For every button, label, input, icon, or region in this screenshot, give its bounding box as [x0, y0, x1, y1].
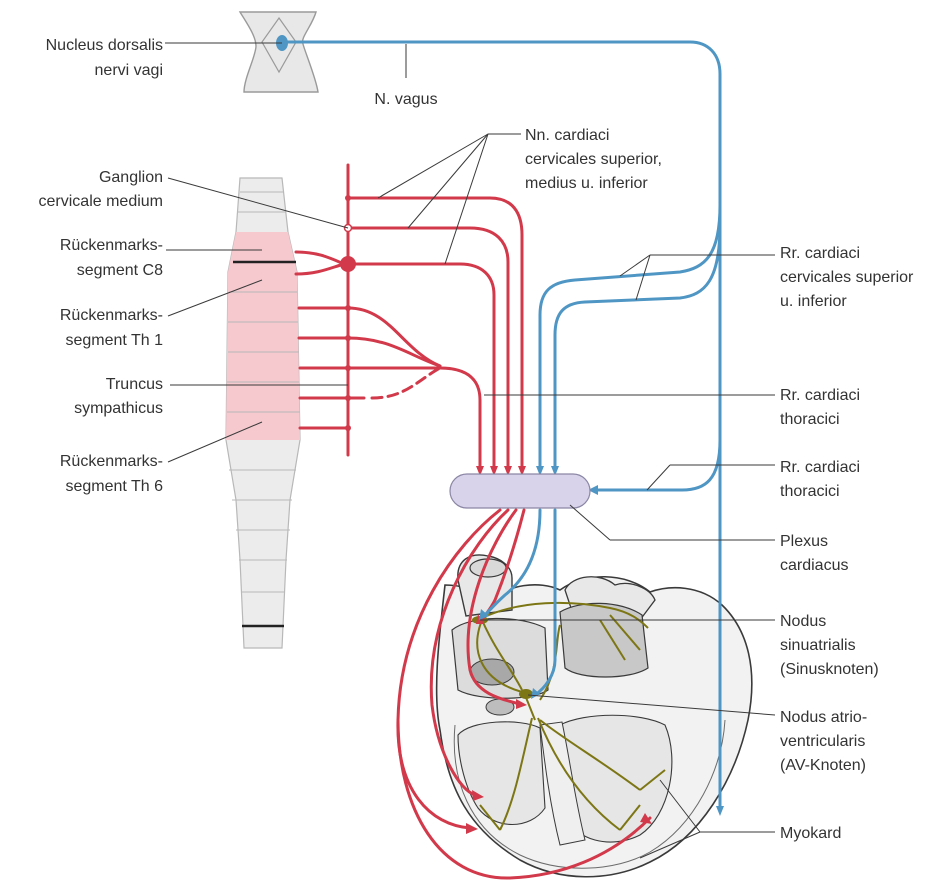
- label-av-node-line1: Nodus atrio-: [780, 709, 867, 726]
- cardiac-nerve-inferior: [348, 264, 494, 468]
- spinal-cord: [226, 178, 300, 648]
- label-myokard: Myokard: [780, 825, 841, 842]
- ramus-c8-lower: [296, 264, 344, 274]
- label-truncus-line1: Truncus: [106, 376, 163, 393]
- label-rr-thoracici-a-line2: thoracici: [780, 411, 840, 428]
- left-atrium: [560, 603, 648, 677]
- thoracic-converge-dashed: [372, 368, 440, 398]
- label-ganglion-line2: cervicale medium: [39, 193, 163, 210]
- label-plexus-line1: Plexus: [780, 533, 828, 550]
- brainstem: [240, 12, 318, 92]
- brainstem-outline: [240, 12, 318, 92]
- cardiac-nerve-superior: [348, 198, 522, 468]
- label-rr-thoracici-a-line1: Rr. cardiaci: [780, 387, 860, 404]
- cervical-ganglion-dot: [340, 256, 356, 272]
- label-truncus-line2: sympathicus: [74, 400, 163, 417]
- label-sa-node-line2: sinuatrialis: [780, 637, 856, 654]
- label-rr-cervicales-line2: cervicales superior: [780, 269, 914, 286]
- label-nn-cardiaci-line3: medius u. inferior: [525, 175, 648, 192]
- label-segment-th1-line2: segment Th 1: [65, 332, 163, 349]
- ramus-c8-upper: [296, 252, 344, 264]
- label-segment-th1-line1: Rückenmarks-: [60, 307, 163, 324]
- label-segment-th6-line2: segment Th 6: [65, 478, 163, 495]
- label-plexus-line2: cardiacus: [780, 557, 848, 574]
- label-av-node-line2: ventricularis: [780, 733, 865, 750]
- label-sa-node-line1: Nodus: [780, 613, 826, 630]
- label-segment-th6-line1: Rückenmarks-: [60, 453, 163, 470]
- vagal-cervical-branch-2: [555, 225, 720, 468]
- label-rr-cervicales-line3: u. inferior: [780, 293, 847, 310]
- thoracic-converge-1: [348, 308, 440, 366]
- vagal-cervical-branch-1: [540, 205, 720, 468]
- label-av-node-line3: (AV-Knoten): [780, 757, 866, 774]
- label-rr-thoracici-b-line1: Rr. cardiaci: [780, 459, 860, 476]
- label-nn-cardiaci-line1: Nn. cardiaci: [525, 127, 609, 144]
- label-ganglion-line1: Ganglion: [99, 169, 163, 186]
- right-atrium: [452, 618, 548, 698]
- label-segment-c8-line2: segment C8: [77, 262, 163, 279]
- label-sa-node-line3: (Sinusknoten): [780, 661, 879, 678]
- label-segment-c8-line1: Rückenmarks-: [60, 237, 163, 254]
- label-rr-cervicales-line1: Rr. cardiaci: [780, 245, 860, 262]
- label-rr-thoracici-b-line2: thoracici: [780, 483, 840, 500]
- heart: [437, 555, 752, 877]
- label-nucleus-dorsalis-line2: nervi vagi: [95, 62, 163, 79]
- plexus-cardiacus-shape: [450, 474, 590, 508]
- label-n-vagus: N. vagus: [374, 91, 437, 108]
- thoracic-converge-2: [348, 338, 440, 366]
- label-nn-cardiaci-line2: cervicales superior,: [525, 151, 662, 168]
- atrioventricular-node-shape: [519, 689, 533, 699]
- label-nucleus-dorsalis-line1: Nucleus dorsalis: [46, 37, 163, 54]
- thoracic-cardiac-rami: [440, 368, 480, 468]
